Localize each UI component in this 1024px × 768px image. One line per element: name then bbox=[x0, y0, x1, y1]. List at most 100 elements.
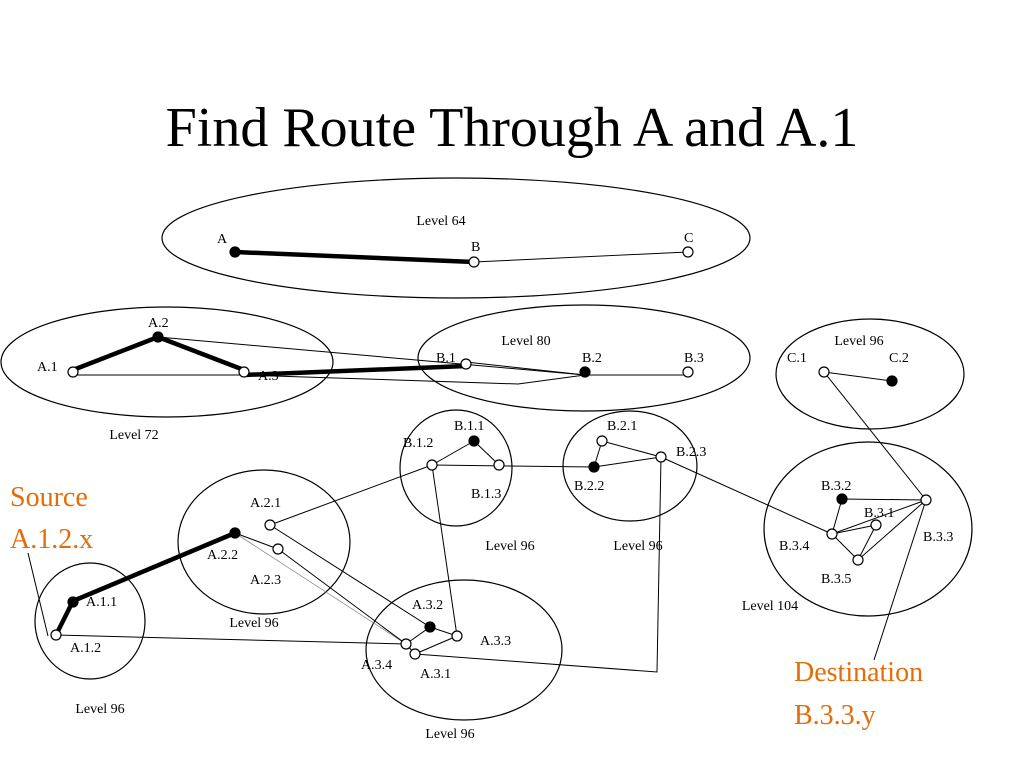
label-b2-level-96: Level 96 bbox=[613, 539, 662, 554]
destination-leader-line bbox=[873, 499, 927, 661]
label-node-b11: B.1.1 bbox=[454, 419, 484, 434]
label-node-b23: B.2.3 bbox=[676, 445, 706, 460]
node-a22 bbox=[229, 527, 241, 539]
label-node-c2: C.2 bbox=[889, 351, 909, 366]
node-a33 bbox=[451, 630, 463, 642]
label-node-c: C bbox=[684, 231, 693, 246]
node-b12 bbox=[426, 459, 438, 471]
area-level-64 bbox=[161, 177, 751, 299]
label-node-b33: B.3.3 bbox=[923, 530, 953, 545]
node-b35 bbox=[852, 554, 864, 566]
label-node-b21: B.2.1 bbox=[607, 419, 637, 434]
link-b23-b34 bbox=[660, 456, 833, 535]
link-b12-a33 bbox=[431, 464, 458, 637]
link-b22-b23 bbox=[593, 456, 662, 468]
node-b3 bbox=[682, 366, 694, 378]
link-b23-a31 bbox=[414, 456, 662, 673]
link-b32-b34 bbox=[831, 498, 843, 535]
label-node-b34: B.3.4 bbox=[779, 539, 809, 554]
label-node-a2: A.2 bbox=[148, 316, 169, 331]
node-b34 bbox=[826, 528, 838, 540]
route-a2-a3 bbox=[157, 334, 245, 373]
node-c1 bbox=[818, 366, 830, 378]
node-b bbox=[468, 256, 480, 268]
area-a3-level-96 bbox=[365, 579, 563, 721]
area-a2-level-96 bbox=[177, 469, 351, 615]
link-c1-b33 bbox=[823, 371, 927, 501]
link-b-c bbox=[473, 251, 689, 263]
node-a23 bbox=[272, 543, 284, 555]
label-b3-level-104: Level 104 bbox=[742, 599, 798, 614]
label-node-b12: B.1.2 bbox=[403, 436, 433, 451]
node-a1 bbox=[67, 366, 79, 378]
route-a-b bbox=[234, 249, 475, 265]
link-a21-a32 bbox=[269, 524, 431, 628]
node-a32 bbox=[424, 621, 436, 633]
area-b2-level-96 bbox=[562, 410, 698, 522]
link-b35-b33 bbox=[857, 499, 927, 561]
link-a22-a23 bbox=[234, 532, 279, 550]
node-b33 bbox=[920, 494, 932, 506]
label-c-level-96: Level 96 bbox=[834, 334, 883, 349]
label-node-a12: A.1.2 bbox=[70, 641, 101, 656]
label-node-a34: A.3.4 bbox=[361, 658, 392, 673]
label-node-a11: A.1.1 bbox=[86, 595, 117, 610]
route-a11-a22 bbox=[72, 530, 236, 604]
area-b1-level-96 bbox=[399, 409, 513, 527]
node-b1 bbox=[460, 358, 472, 370]
link-b32-b33 bbox=[841, 498, 927, 501]
route-a3-b1 bbox=[243, 363, 467, 378]
node-c bbox=[682, 246, 694, 258]
source-label: Source bbox=[10, 482, 88, 513]
label-node-a: A bbox=[217, 232, 228, 247]
label-node-b31: B.3.1 bbox=[864, 506, 894, 521]
node-a21 bbox=[264, 519, 276, 531]
label-node-a1: A.1 bbox=[37, 360, 58, 375]
label-node-b3: B.3 bbox=[684, 351, 704, 366]
link-a2-b2 bbox=[157, 336, 586, 376]
label-a1-level-96: Level 96 bbox=[75, 702, 124, 717]
area-level-80 bbox=[417, 304, 751, 412]
label-a3-level-96: Level 96 bbox=[425, 727, 474, 742]
node-a11 bbox=[67, 596, 79, 608]
link-a23-a34 bbox=[277, 548, 407, 645]
node-b31 bbox=[870, 519, 882, 531]
node-b32 bbox=[836, 493, 848, 505]
label-node-a23: A.2.3 bbox=[250, 573, 281, 588]
label-node-b22: B.2.2 bbox=[574, 479, 604, 494]
destination-label: Destination bbox=[794, 657, 923, 688]
area-b3-level-104 bbox=[763, 441, 973, 617]
node-c2 bbox=[886, 375, 898, 387]
node-a34 bbox=[400, 638, 412, 650]
label-node-b35: B.3.5 bbox=[821, 572, 851, 587]
node-b21 bbox=[596, 435, 608, 447]
label-node-a33: A.3.3 bbox=[480, 634, 511, 649]
node-b22 bbox=[588, 461, 600, 473]
node-b11 bbox=[468, 435, 480, 447]
link-b34-b35 bbox=[831, 533, 859, 561]
link-a21-b12 bbox=[269, 464, 433, 526]
node-b23 bbox=[655, 451, 667, 463]
label-node-c1: C.1 bbox=[787, 351, 807, 366]
label-level-64: Level 64 bbox=[416, 214, 465, 229]
link-c1-c2 bbox=[823, 371, 893, 382]
route-a1-a2 bbox=[72, 334, 159, 373]
label-b1-level-96: Level 96 bbox=[485, 539, 534, 554]
link-b1-b2 bbox=[465, 361, 586, 376]
link-b31-b35 bbox=[857, 524, 877, 561]
source-address: A.1.2.x bbox=[10, 524, 93, 555]
label-node-a3: A.3 bbox=[258, 369, 279, 384]
node-a bbox=[229, 246, 241, 258]
node-a2 bbox=[152, 331, 164, 343]
label-node-b: B bbox=[471, 240, 480, 255]
link-b12-b22 bbox=[431, 464, 595, 468]
label-node-b2: B.2 bbox=[582, 351, 602, 366]
source-leader-line bbox=[27, 552, 49, 637]
area-level-72 bbox=[0, 306, 334, 418]
label-a2-level-96: Level 96 bbox=[229, 616, 278, 631]
label-node-a32: A.3.2 bbox=[412, 598, 443, 613]
link-a12-a34 bbox=[55, 634, 407, 645]
destination-address: B.3.3.y bbox=[794, 700, 876, 731]
link-b21-b23 bbox=[601, 440, 662, 458]
